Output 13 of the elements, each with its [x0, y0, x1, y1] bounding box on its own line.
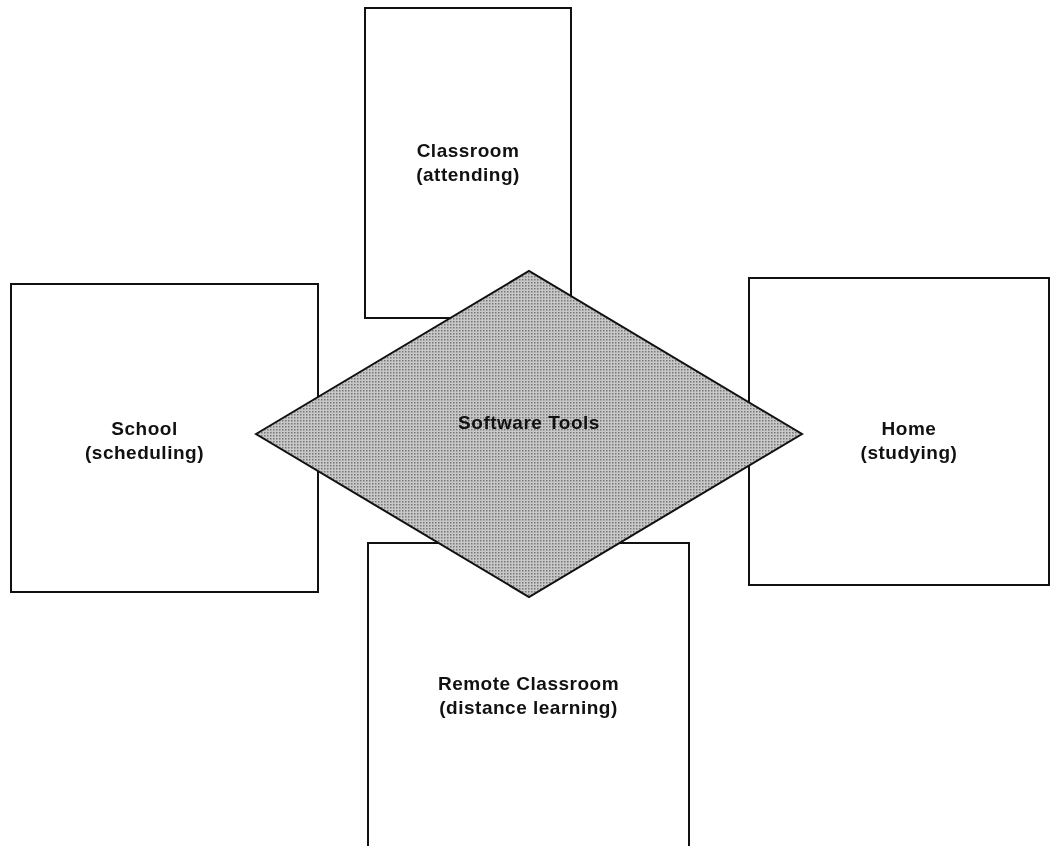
area-title: School: [111, 417, 178, 441]
area-box: [748, 277, 1050, 586]
area-title: Home: [881, 417, 937, 441]
area-subtitle: (scheduling): [85, 441, 204, 465]
area-subtitle: (distance learning): [439, 696, 618, 720]
area-title: Classroom: [416, 139, 520, 163]
area-subtitle: (attending): [416, 163, 520, 187]
area-box: [10, 283, 319, 593]
area-box: [364, 7, 572, 319]
area-title: Software Tools: [458, 411, 600, 435]
area-subtitle: (studying): [860, 441, 958, 465]
area-box: [367, 542, 690, 846]
area-title: Remote Classroom: [437, 672, 620, 696]
